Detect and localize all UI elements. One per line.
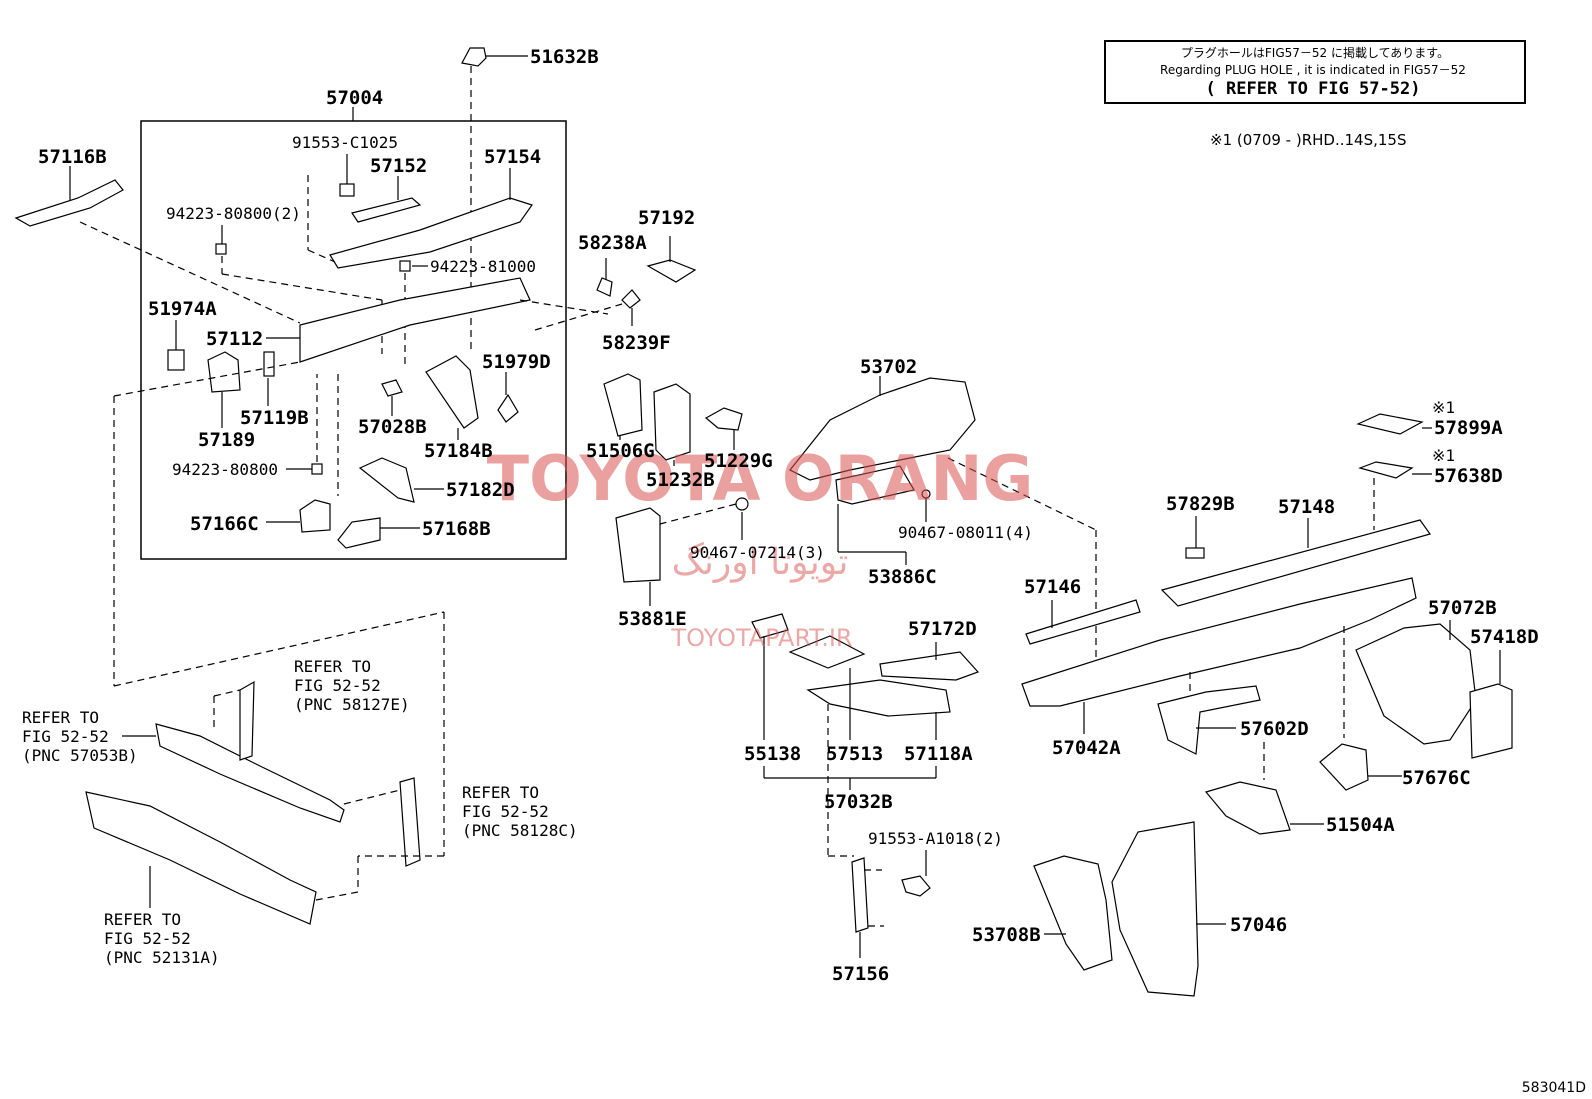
ref1-line3: (PNC 58127E): [294, 695, 410, 714]
label-57004[interactable]: 57004: [326, 87, 383, 109]
label-51632B[interactable]: 51632B: [530, 46, 599, 68]
label-55138[interactable]: 55138: [744, 743, 801, 765]
figure-code: 583041D: [1522, 1080, 1586, 1096]
label-57676C[interactable]: 57676C: [1402, 767, 1471, 789]
label-57042A[interactable]: 57042A: [1052, 737, 1121, 759]
refer-notes: REFER TO FIG 52-52 (PNC 58127E) REFER TO…: [22, 657, 578, 967]
label-53702[interactable]: 53702: [860, 356, 917, 378]
ref2-line2: FIG 52-52: [22, 727, 109, 746]
label-53708B[interactable]: 53708B: [972, 924, 1041, 946]
label-51506G[interactable]: 51506G: [586, 440, 655, 462]
ref2-line3: (PNC 57053B): [22, 746, 138, 765]
label-51229G[interactable]: 51229G: [704, 450, 773, 472]
label-57146[interactable]: 57146: [1024, 576, 1081, 598]
label-57118A[interactable]: 57118A: [904, 743, 973, 765]
label-57032B[interactable]: 57032B: [824, 791, 893, 813]
label-91553-A1018-2[interactable]: 91553-A1018(2): [868, 829, 1003, 848]
note-box: [1104, 40, 1526, 104]
label-90467-07214-3[interactable]: 90467-07214(3): [690, 543, 825, 562]
label-57028B[interactable]: 57028B: [358, 416, 427, 438]
watermark-main: TOYOTA ORANG: [487, 442, 1033, 515]
label-57166C[interactable]: 57166C: [190, 513, 259, 535]
label-57418D[interactable]: 57418D: [1470, 626, 1539, 648]
label-57182D[interactable]: 57182D: [446, 479, 515, 501]
ref3-line3: (PNC 58128C): [462, 821, 578, 840]
label-51979D[interactable]: 51979D: [482, 351, 551, 373]
label-57513[interactable]: 57513: [826, 743, 883, 765]
label-57899A[interactable]: 57899A: [1434, 417, 1503, 439]
label-57189[interactable]: 57189: [198, 429, 255, 451]
label-58239F[interactable]: 58239F: [602, 332, 671, 354]
label-53881E[interactable]: 53881E: [618, 608, 687, 630]
label-57116B[interactable]: 57116B: [38, 146, 107, 168]
ref4-line3: (PNC 52131A): [104, 948, 220, 967]
ref1-line2: FIG 52-52: [294, 676, 381, 695]
label-57602D[interactable]: 57602D: [1240, 718, 1309, 740]
label-94223-80800[interactable]: 94223-80800: [172, 460, 278, 479]
label-51232B[interactable]: 51232B: [646, 469, 715, 491]
label-51504A[interactable]: 51504A: [1326, 814, 1395, 836]
label-94223-80800-2[interactable]: 94223-80800(2): [166, 204, 301, 223]
label-57112[interactable]: 57112: [206, 328, 263, 350]
note-line-refer: ( REFER TO FIG 57-52): [1206, 79, 1421, 99]
label-53886C[interactable]: 53886C: [868, 566, 937, 588]
mark-1-57899A: ※1: [1432, 398, 1455, 417]
note-line-jp: プラグホールはFIG57－52 に掲載してあります。: [1181, 45, 1449, 60]
label-57172D[interactable]: 57172D: [908, 618, 977, 640]
label-57829B[interactable]: 57829B: [1166, 493, 1235, 515]
footnote: ※1 (0709 - )RHD..14S,15S: [1210, 131, 1406, 149]
label-57638D[interactable]: 57638D: [1434, 465, 1503, 487]
label-57156[interactable]: 57156: [832, 963, 889, 985]
label-58238A[interactable]: 58238A: [578, 232, 647, 254]
ref3-line1: REFER TO: [462, 783, 539, 802]
label-94223-81000[interactable]: 94223-81000: [430, 257, 536, 276]
ref3-line2: FIG 52-52: [462, 802, 549, 821]
label-51974A[interactable]: 51974A: [148, 298, 217, 320]
ref1-line1: REFER TO: [294, 657, 371, 676]
label-57154[interactable]: 57154: [484, 146, 541, 168]
watermark-site: TOYOTAPART.IR: [670, 624, 852, 652]
label-57046[interactable]: 57046: [1230, 914, 1287, 936]
mark-1-57638D: ※1: [1432, 446, 1455, 465]
ref4-line1: REFER TO: [104, 910, 181, 929]
label-57148[interactable]: 57148: [1278, 496, 1335, 518]
label-57119B[interactable]: 57119B: [240, 407, 309, 429]
label-57152[interactable]: 57152: [370, 155, 427, 177]
label-91553-C1025[interactable]: 91553-C1025: [292, 133, 398, 152]
note-line-en: Regarding PLUG HOLE , it is indicated in…: [1160, 63, 1466, 77]
part-labels: 51632B 57004 57116B 91553-C1025 57152 57…: [38, 46, 1539, 985]
watermark-arabic: تویوتا اورنگ: [672, 541, 849, 583]
label-90467-08011-4[interactable]: 90467-08011(4): [898, 523, 1033, 542]
label-57192[interactable]: 57192: [638, 207, 695, 229]
label-57184B[interactable]: 57184B: [424, 440, 493, 462]
label-57072B[interactable]: 57072B: [1428, 597, 1497, 619]
part-shapes: [14, 47, 1513, 997]
ref4-line2: FIG 52-52: [104, 929, 191, 948]
label-57168B[interactable]: 57168B: [422, 518, 491, 540]
ref2-line1: REFER TO: [22, 708, 99, 727]
